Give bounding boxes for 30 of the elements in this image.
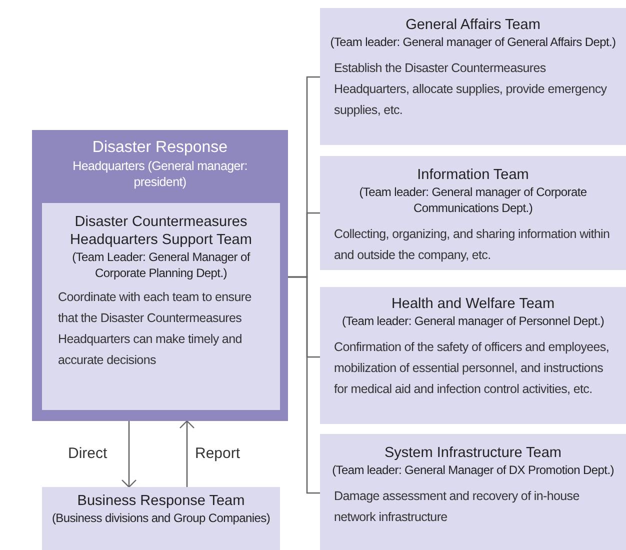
team-box — [320, 287, 626, 424]
team-leader-text: (Business divisions and Group Companies) — [50, 510, 272, 526]
arrow — [179, 420, 195, 487]
connector-line — [288, 276, 320, 494]
team-title: Disaster Countermeasures Headquarters Support Team — [69, 213, 253, 249]
headquarters-panel — [32, 130, 288, 421]
team-title: Information Team — [416, 166, 530, 184]
team-title: Health and Welfare Team — [390, 295, 556, 313]
team-leader-text: (Team leader: General manager of Corporate Communications Dept.) — [358, 184, 588, 216]
team-box — [320, 8, 626, 145]
team-leader-text: (Team leader: General manager of Personnel Dept.) — [340, 313, 606, 329]
team-box — [320, 156, 626, 270]
team-leader-text: (Team leader: General Manager of DX Promotion Dept.) — [331, 462, 615, 478]
arrow — [121, 421, 137, 488]
team-description: Damage assessment and recovery of in-house network infrastructure — [333, 488, 580, 526]
team-box — [320, 434, 626, 550]
edge-label: Report — [195, 445, 240, 463]
team-leader-text: Headquarters (General manager: president) — [72, 158, 248, 190]
team-box — [42, 203, 280, 410]
team-description: Coordinate with each team to ensure that the Disaster Countermeasures Headquarters can make timely and accurate decisions — [57, 289, 252, 369]
team-description: Collecting, organizing, and sharing information within and outside the company, etc. — [333, 226, 611, 264]
team-box — [42, 487, 280, 550]
team-title: General Affairs Team — [404, 16, 542, 34]
team-title: System Infrastructure Team — [383, 444, 563, 462]
team-description: Establish the Disaster Countermeasures Headquarters, allocate supplies, provide emergency supplies, etc. — [333, 60, 608, 119]
team-description: Confirmation of the safety of officers and employees, mobilization of essential personnel, and instructions for medical aid and infection control activities, etc. — [333, 339, 610, 398]
team-title: Business Response Team — [76, 492, 246, 510]
team-leader-text: (Team Leader: General Manager of Corporate Planning Dept.) — [71, 249, 252, 281]
team-title: Disaster Response — [91, 138, 229, 158]
team-leader-text: (Team leader: General manager of General Affairs Dept.) — [329, 34, 617, 50]
